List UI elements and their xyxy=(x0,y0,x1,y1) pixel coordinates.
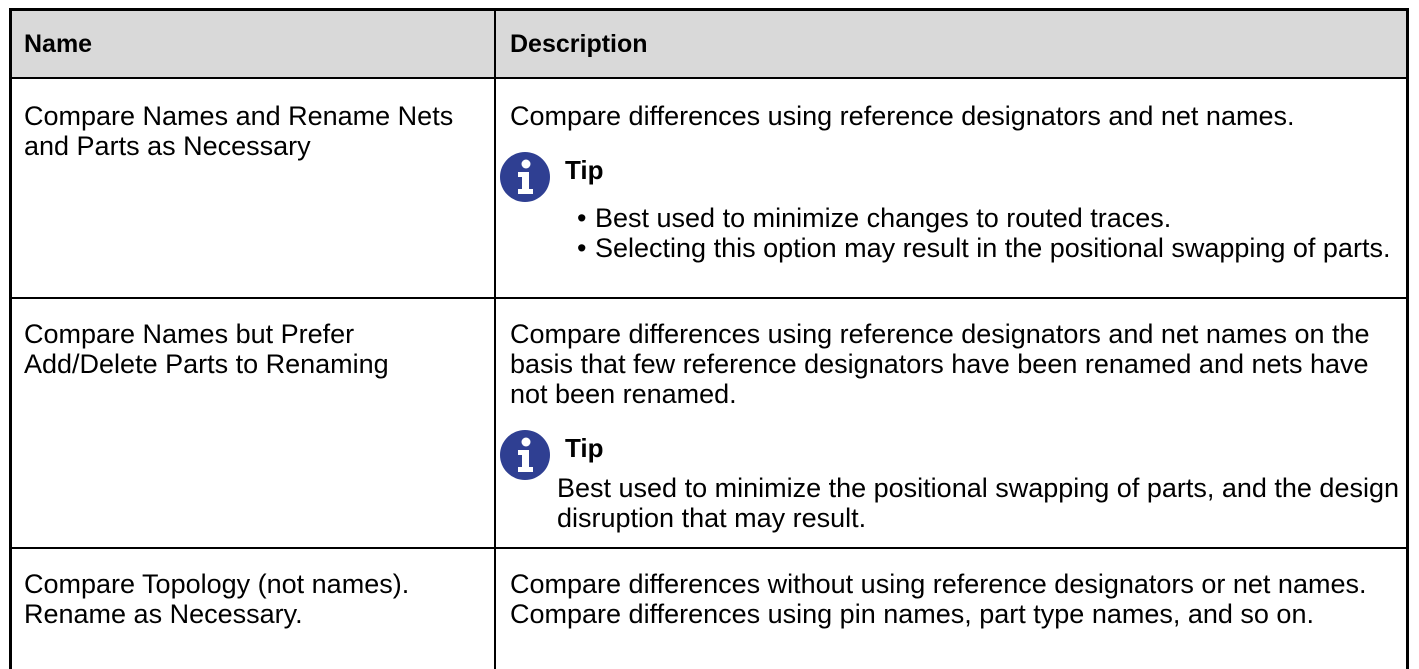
header-description: Description xyxy=(510,30,648,58)
row-3-name: Compare Topology (not names). Rename as … xyxy=(24,569,410,629)
tip-text: Best used to minimize the positional swa… xyxy=(557,473,1399,533)
tip-label: Tip xyxy=(565,433,604,463)
row-1-description: Compare differences using reference desi… xyxy=(510,101,1295,131)
header-name: Name xyxy=(24,30,93,58)
tip-bullet-list: Best used to minimize changes to routed … xyxy=(577,203,1407,263)
info-icon xyxy=(500,430,550,480)
row-3-description: Compare differences without using refere… xyxy=(510,569,1367,629)
table-header: Name Description xyxy=(12,11,1406,79)
row-1-name: Compare Names and Rename Nets and Parts … xyxy=(24,101,454,161)
column-divider xyxy=(494,11,496,669)
tip-label: Tip xyxy=(565,155,604,185)
info-icon xyxy=(500,152,550,202)
row-divider xyxy=(12,297,1406,299)
row-2-description: Compare differences using reference desi… xyxy=(510,319,1370,409)
list-item: Selecting this option may result in the … xyxy=(577,233,1407,263)
row-2-name: Compare Names but Prefer Add/Delete Part… xyxy=(24,319,389,379)
options-table: Name Description Compare Names and Renam… xyxy=(9,8,1409,669)
row-divider xyxy=(12,547,1406,549)
list-item: Best used to minimize changes to routed … xyxy=(577,203,1407,233)
